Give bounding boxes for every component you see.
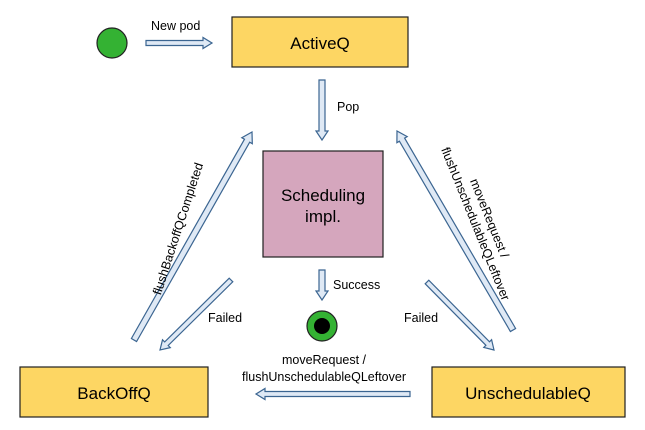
arrow-failed-left	[159, 277, 234, 351]
move-request-bottom-line1: moveRequest /	[282, 353, 367, 367]
backoffq-node: BackOffQ	[19, 366, 209, 418]
arrow-failed-right	[424, 279, 495, 351]
scheduling-label-line1: Scheduling	[281, 186, 365, 205]
pop-label: Pop	[337, 100, 359, 114]
activeq-node: ActiveQ	[231, 16, 409, 68]
failed-left-label: Failed	[208, 311, 242, 325]
unschedulableq-node: UnschedulableQ	[431, 366, 626, 418]
backoffq-label: BackOffQ	[77, 384, 150, 403]
scheduling-label-line2: impl.	[305, 207, 341, 226]
arrow-pop	[314, 79, 330, 142]
activeq-label: ActiveQ	[290, 34, 350, 53]
arrow-flush-backoff	[130, 130, 253, 343]
arrow-new-pod	[145, 36, 214, 50]
unschedulableq-label: UnschedulableQ	[465, 384, 591, 403]
scheduling-impl-node: Scheduling impl.	[262, 150, 384, 258]
start-node	[96, 27, 128, 59]
arrow-move-request-right	[396, 129, 517, 333]
arrow-move-request-bottom	[254, 387, 411, 401]
move-request-bottom-line2: flushUnschedulableQLeftover	[242, 370, 406, 384]
end-node	[306, 310, 338, 342]
success-label: Success	[333, 278, 380, 292]
new-pod-label: New pod	[151, 19, 200, 33]
failed-right-label: Failed	[404, 311, 438, 325]
arrow-success	[314, 269, 330, 302]
